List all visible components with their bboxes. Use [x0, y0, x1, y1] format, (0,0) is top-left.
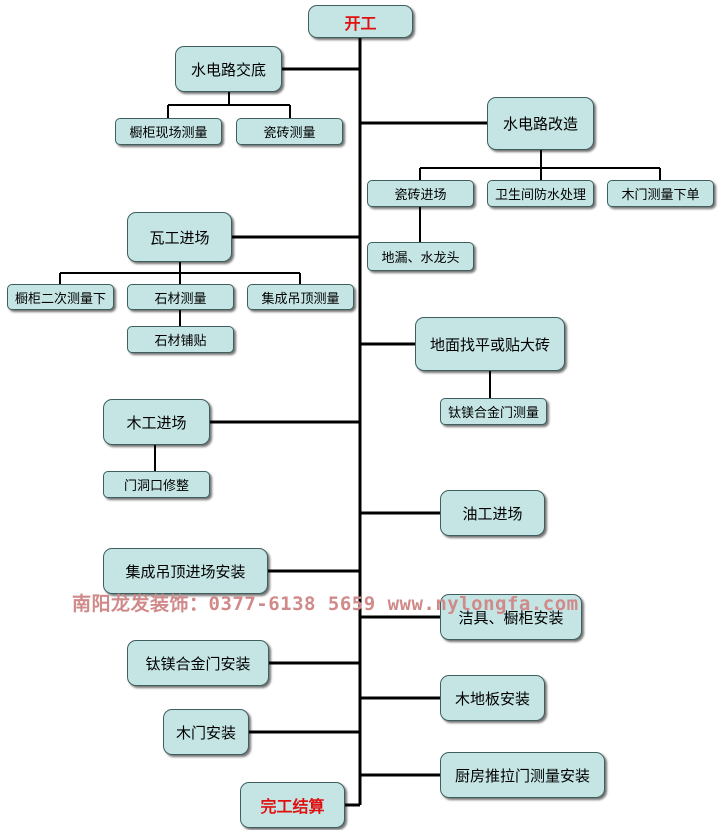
node-wood-door-measure-order: 木门测量下单 — [607, 180, 714, 207]
node-tile-measure: 瓷砖测量 — [236, 118, 343, 145]
node-cabinet-measure: 橱柜现场测量 — [115, 118, 222, 145]
node-wood-door-install: 木门安装 — [163, 709, 249, 755]
node-stone-paving: 石材铺贴 — [127, 326, 234, 353]
node-door-opening-trim: 门洞口修整 — [103, 471, 210, 498]
node-carpenter-entry: 木工进场 — [103, 399, 210, 445]
node-fixtures-cabinet-install: 洁具、橱柜安装 — [440, 594, 582, 640]
node-ceiling-install: 集成吊顶进场安装 — [103, 548, 268, 594]
node-kitchen-sliding-door: 厨房推拉门测量安装 — [440, 752, 605, 798]
node-completion: 完工结算 — [240, 782, 345, 828]
node-floor-level-tile: 地面找平或贴大砖 — [415, 317, 565, 371]
node-painter-entry: 油工进场 — [440, 490, 545, 536]
node-floor-drain-faucet: 地漏、水龙头 — [367, 242, 474, 271]
node-ceiling-measure: 集成吊顶测量 — [247, 284, 354, 310]
node-wood-floor-install: 木地板安装 — [440, 675, 545, 721]
node-bathroom-waterproof: 卫生间防水处理 — [487, 180, 594, 207]
node-tile-entry-1: 瓷砖进场 — [367, 180, 474, 207]
watermark-text: 南阳龙发装饰：0377-6138 5659 www.nylongfa.com — [72, 593, 579, 615]
node-ti-mg-door-install: 钛镁合金门安装 — [127, 640, 269, 686]
node-start: 开工 — [308, 5, 413, 38]
node-cabinet-second-measure: 橱柜二次测量下 — [7, 284, 114, 310]
node-tiler-entry: 瓦工进场 — [127, 212, 232, 262]
node-ti-mg-door-measure: 钛镁合金门测量 — [440, 398, 547, 425]
node-wiring-rework: 水电路改造 — [487, 97, 594, 150]
node-stone-measure: 石材测量 — [127, 284, 234, 310]
node-wiring-briefing: 水电路交底 — [175, 46, 282, 92]
